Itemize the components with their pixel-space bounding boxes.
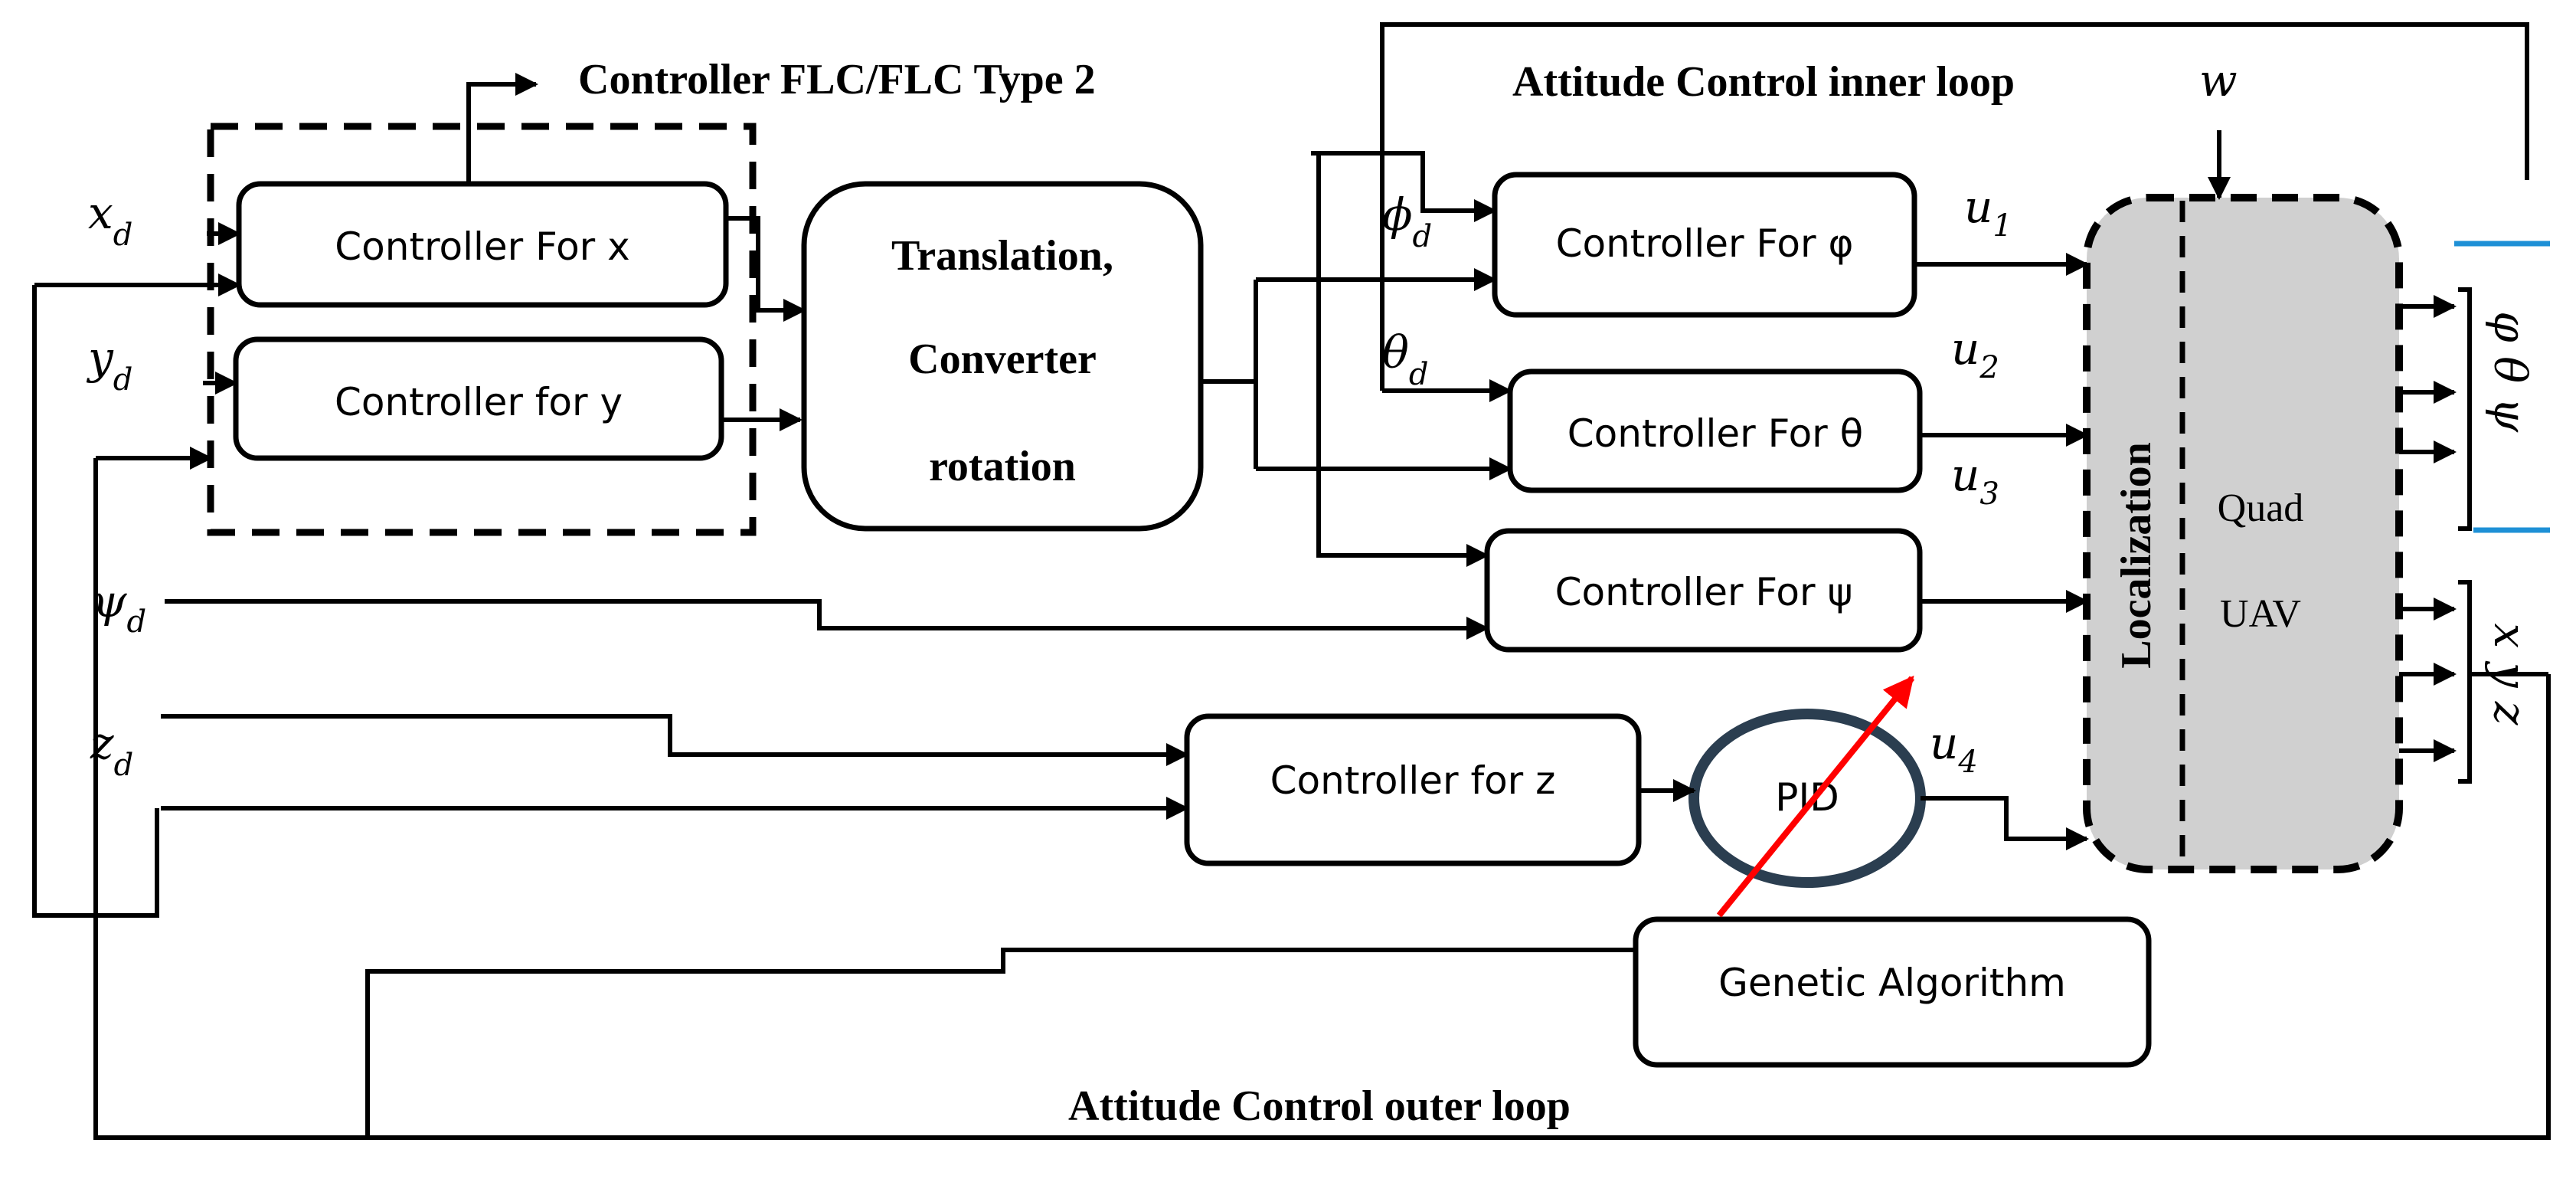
controller-group-title: Controller FLC/FLC Type 2 [578,56,1096,103]
u1-label: u1 [1964,181,2012,244]
controller-theta-block [1507,368,1923,493]
translation-label-line2: Converter [908,336,1097,383]
psid-label: ψd [92,575,146,640]
x-to-translation-wire [726,216,806,322]
controller-psi-label: Controller For ψ [1555,570,1853,614]
ga-feedback-wire [365,948,1636,1138]
controller-y-label: Controller for y [335,380,623,424]
zd-wire [161,714,1189,766]
translation-label-line3: rotation [929,443,1076,490]
quad-label-line2: UAV [2220,592,2301,636]
outer-loop-title: Attitude Control outer loop [1068,1082,1571,1130]
attitude-output-label: φ θ ψ [2484,311,2536,432]
yd-label: yd [86,332,132,398]
phid-label: ϕd [1382,188,1432,254]
phid-wire [1311,151,1497,222]
genetic-algorithm-block [1633,916,2152,1068]
localization-label: Localization [2113,442,2160,669]
controller-y-block [233,336,724,461]
controller-x-label: Controller For x [335,224,629,269]
genetic-algorithm-label: Genetic Algorithm [1718,961,2066,1005]
flc-controller-group [207,123,757,536]
controller-z-label: Controller for z [1270,758,1556,803]
inner-feedback-loop [1380,22,2529,391]
psid-wire [165,599,1489,640]
disturbance-label: w [2199,54,2238,106]
controller-psi-block [1484,528,1923,653]
controller-phi-label: Controller For φ [1556,221,1854,266]
bus-to-psi-wire [1316,153,1489,567]
controller-phi-block [1492,172,1917,318]
thetad-label: θd [1382,326,1429,392]
outer-feedback-loop [93,458,2551,1140]
position-output-bracket [2458,580,2472,784]
zd-label: zd [90,717,133,783]
quad-label-line1: Quad [2218,486,2304,530]
position-output-label: x y z [2484,624,2536,725]
inner-loop-title: Attitude Control inner loop [1512,58,2015,106]
u3-label: u3 [1951,449,1999,512]
translation-label-line1: Translation, [891,232,1113,280]
translation-converter-block [801,181,1204,532]
u2-label: u2 [1951,323,1999,385]
u4-wire [1921,796,2089,850]
attitude-output-bracket [2458,287,2472,531]
flc-output-arrow [466,73,538,182]
quad-uav-block [2083,194,2403,873]
ga-tuning-arrow [1716,675,1915,918]
controller-theta-label: Controller For θ [1568,411,1863,456]
xd-label: xd [88,187,132,253]
u4-label: u4 [1930,717,1978,780]
